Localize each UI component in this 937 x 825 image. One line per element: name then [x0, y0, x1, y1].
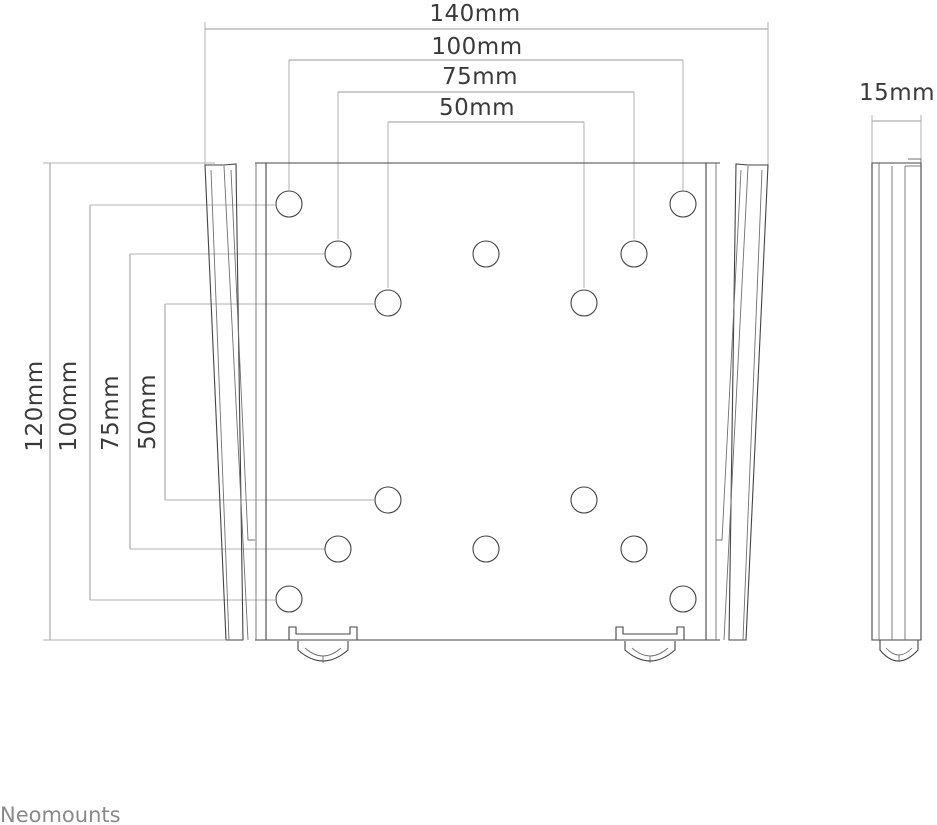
- side-view: 15mm: [859, 80, 935, 662]
- bottom-clip-left: [288, 626, 358, 663]
- dim-height-50: 50mm: [135, 374, 161, 450]
- front-view: [204, 162, 769, 663]
- vesa-hole: [324, 535, 352, 563]
- dim-height-100: 100mm: [56, 360, 82, 451]
- brand-logo: Neomounts: [0, 803, 121, 825]
- vesa-hole: [620, 535, 648, 563]
- bottom-clip-right: [615, 626, 685, 663]
- vesa-hole: [570, 289, 598, 317]
- vesa-hole: [472, 535, 500, 563]
- vesa-hole: [620, 240, 648, 268]
- horizontal-dimensions: 140mm 100mm 75mm 50mm: [204, 1, 769, 288]
- vesa-hole: [570, 486, 598, 514]
- dim-width-50: 50mm: [439, 95, 515, 121]
- vesa-hole: [275, 190, 303, 218]
- vesa-hole: [324, 240, 352, 268]
- dim-depth-15: 15mm: [859, 80, 935, 106]
- dim-width-75: 75mm: [442, 64, 518, 90]
- dim-width-100: 100mm: [431, 34, 522, 60]
- vesa-hole: [374, 486, 402, 514]
- vesa-hole: [472, 240, 500, 268]
- dim-height-120: 120mm: [22, 360, 48, 451]
- dim-height-75: 75mm: [98, 375, 124, 451]
- vesa-hole: [669, 585, 697, 613]
- dim-width-140: 140mm: [429, 1, 520, 27]
- vesa-hole: [669, 190, 697, 218]
- vertical-dimensions: 120mm 100mm 75mm 50mm: [22, 162, 374, 641]
- vesa-hole: [275, 585, 303, 613]
- vesa-hole: [374, 289, 402, 317]
